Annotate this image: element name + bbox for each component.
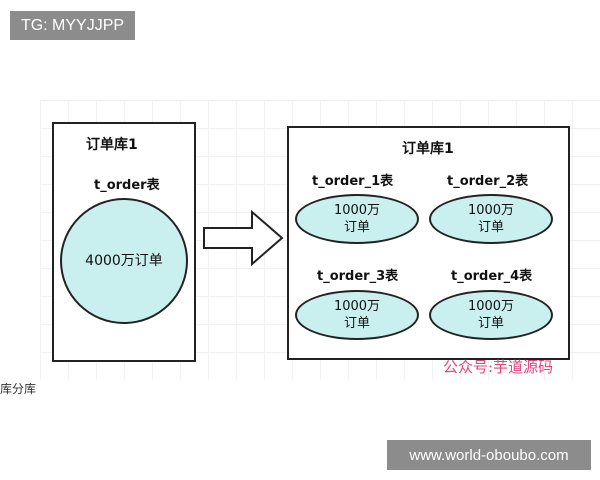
table-3-count: 1000万 — [333, 299, 381, 314]
right-arrow-icon — [203, 210, 284, 266]
table-ellipse-1: 1000万 订单 — [295, 194, 419, 244]
table-4-count: 1000万 — [467, 299, 515, 314]
table-1-unit: 订单 — [343, 220, 370, 235]
table-ellipse-4: 1000万 订单 — [429, 290, 553, 340]
table-label-3: t_order_3表 — [317, 269, 399, 284]
watermark-top-left: TG: MYYJJPP — [10, 11, 135, 40]
table-4-unit: 订单 — [477, 316, 504, 331]
table-label-2: t_order_2表 — [447, 174, 529, 189]
left-table-label: t_order表 — [94, 178, 160, 193]
left-table-content: 4000万订单 — [85, 253, 163, 269]
caption-watermark: 公众号:芋道源码 — [443, 358, 554, 376]
table-3-unit: 订单 — [343, 316, 370, 331]
side-text-fragment: 库分库 — [0, 382, 37, 396]
left-database-title: 订单库1 — [86, 137, 138, 153]
table-1-count: 1000万 — [333, 203, 381, 218]
table-label-4: t_order_4表 — [451, 269, 533, 284]
table-label-1: t_order_1表 — [312, 174, 394, 189]
table-ellipse-2: 1000万 订单 — [429, 194, 553, 244]
watermark-bottom-right: www.world-oboubo.com — [387, 440, 591, 470]
left-database-box: 订单库1 t_order表 4000万订单 — [52, 122, 196, 362]
right-database-box: 订单库1 t_order_1表 1000万 订单 t_order_2表 1000… — [287, 126, 570, 360]
right-database-title: 订单库1 — [402, 141, 454, 157]
table-2-count: 1000万 — [467, 203, 515, 218]
left-table-ellipse: 4000万订单 — [60, 198, 188, 324]
table-2-unit: 订单 — [477, 220, 504, 235]
table-ellipse-3: 1000万 订单 — [295, 290, 419, 340]
